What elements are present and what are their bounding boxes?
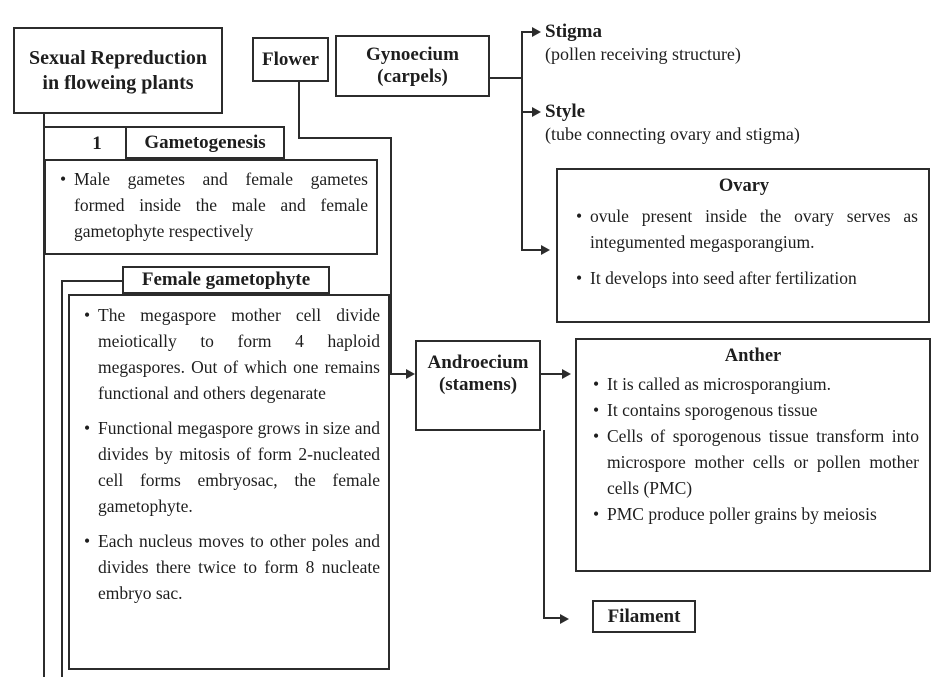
gametogenesis-box: Gametogenesis	[125, 126, 285, 159]
stigma-label: Stigma	[545, 21, 602, 42]
arrow-to-filament-icon	[560, 614, 569, 624]
connector-female-gametophyte-spine	[61, 280, 63, 677]
main-title-box: Sexual Repreduction in floweing plants	[13, 27, 223, 114]
connector-style-in	[521, 111, 533, 113]
connector-gynoecium-stub	[490, 77, 523, 79]
female-gametophyte-title-box: Female gametophyte	[122, 266, 330, 294]
stigma-description: (pollen receiving structure)	[545, 44, 741, 64]
gametogenesis-note-box: Male gametes and female gametes formed i…	[44, 159, 378, 255]
style-label-group: Style (tube connecting ovary and stigma)	[545, 100, 845, 146]
bullet-item: Cells of sporogenous tissue transform in…	[587, 423, 919, 501]
connector-female-gametophyte-stub	[61, 280, 122, 282]
arrow-to-style-icon	[532, 107, 541, 117]
bullet-item: The megaspore mother cell divide meiotic…	[78, 302, 380, 406]
bullet-item: Male gametes and female gametes formed i…	[54, 166, 368, 244]
style-description: (tube connecting ovary and stigma)	[545, 124, 800, 144]
connector-gametogenesis-top	[44, 126, 127, 128]
connector-androecium-in	[390, 373, 407, 375]
connector-stigma-in	[521, 31, 533, 33]
connector-flower-to-androecium	[390, 137, 392, 375]
flower-box: Flower	[252, 37, 329, 82]
stigma-label-group: Stigma (pollen receiving structure)	[545, 20, 775, 66]
connector-androecium-anther	[541, 373, 563, 375]
filament-box: Filament	[592, 600, 696, 633]
arrow-to-anther-icon	[562, 369, 571, 379]
connector-gynoecium-spine	[521, 31, 523, 251]
connector-androecium-drop	[543, 430, 545, 619]
ovary-title: Ovary	[718, 176, 770, 196]
bullet-item: Each nucleus moves to other poles and di…	[78, 528, 380, 606]
female-gametophyte-detail-box: The megaspore mother cell divide meiotic…	[68, 294, 390, 670]
gynoecium-box: Gynoecium (carpels)	[335, 35, 490, 97]
bullet-item: Functional megaspore grows in size and d…	[78, 415, 380, 519]
bullet-item: ovule present inside the ovary serves as…	[570, 203, 918, 255]
connector-flower-horizontal	[298, 137, 392, 139]
bullet-item: It develops into seed after fertilizatio…	[570, 265, 918, 291]
style-label: Style	[545, 101, 586, 122]
arrow-to-ovary-icon	[541, 245, 550, 255]
section-number: 1	[92, 133, 102, 154]
anther-title: Anther	[724, 346, 782, 366]
androecium-box: Androecium (stamens)	[415, 340, 541, 431]
connector-main-spine	[43, 114, 45, 677]
anther-box: Anther It is called as microsporangium. …	[575, 338, 931, 572]
connector-flower-drop	[298, 82, 300, 139]
connector-filament-in	[543, 617, 561, 619]
bullet-item: It contains sporogenous tissue	[587, 397, 919, 423]
bullet-item: It is called as microsporangium.	[587, 371, 919, 397]
bullet-item: PMC produce poller grains by meiosis	[587, 501, 919, 527]
connector-ovary-in	[521, 249, 542, 251]
arrow-to-androecium-icon	[406, 369, 415, 379]
ovary-box: Ovary ovule present inside the ovary ser…	[556, 168, 930, 323]
arrow-to-stigma-icon	[532, 27, 541, 37]
